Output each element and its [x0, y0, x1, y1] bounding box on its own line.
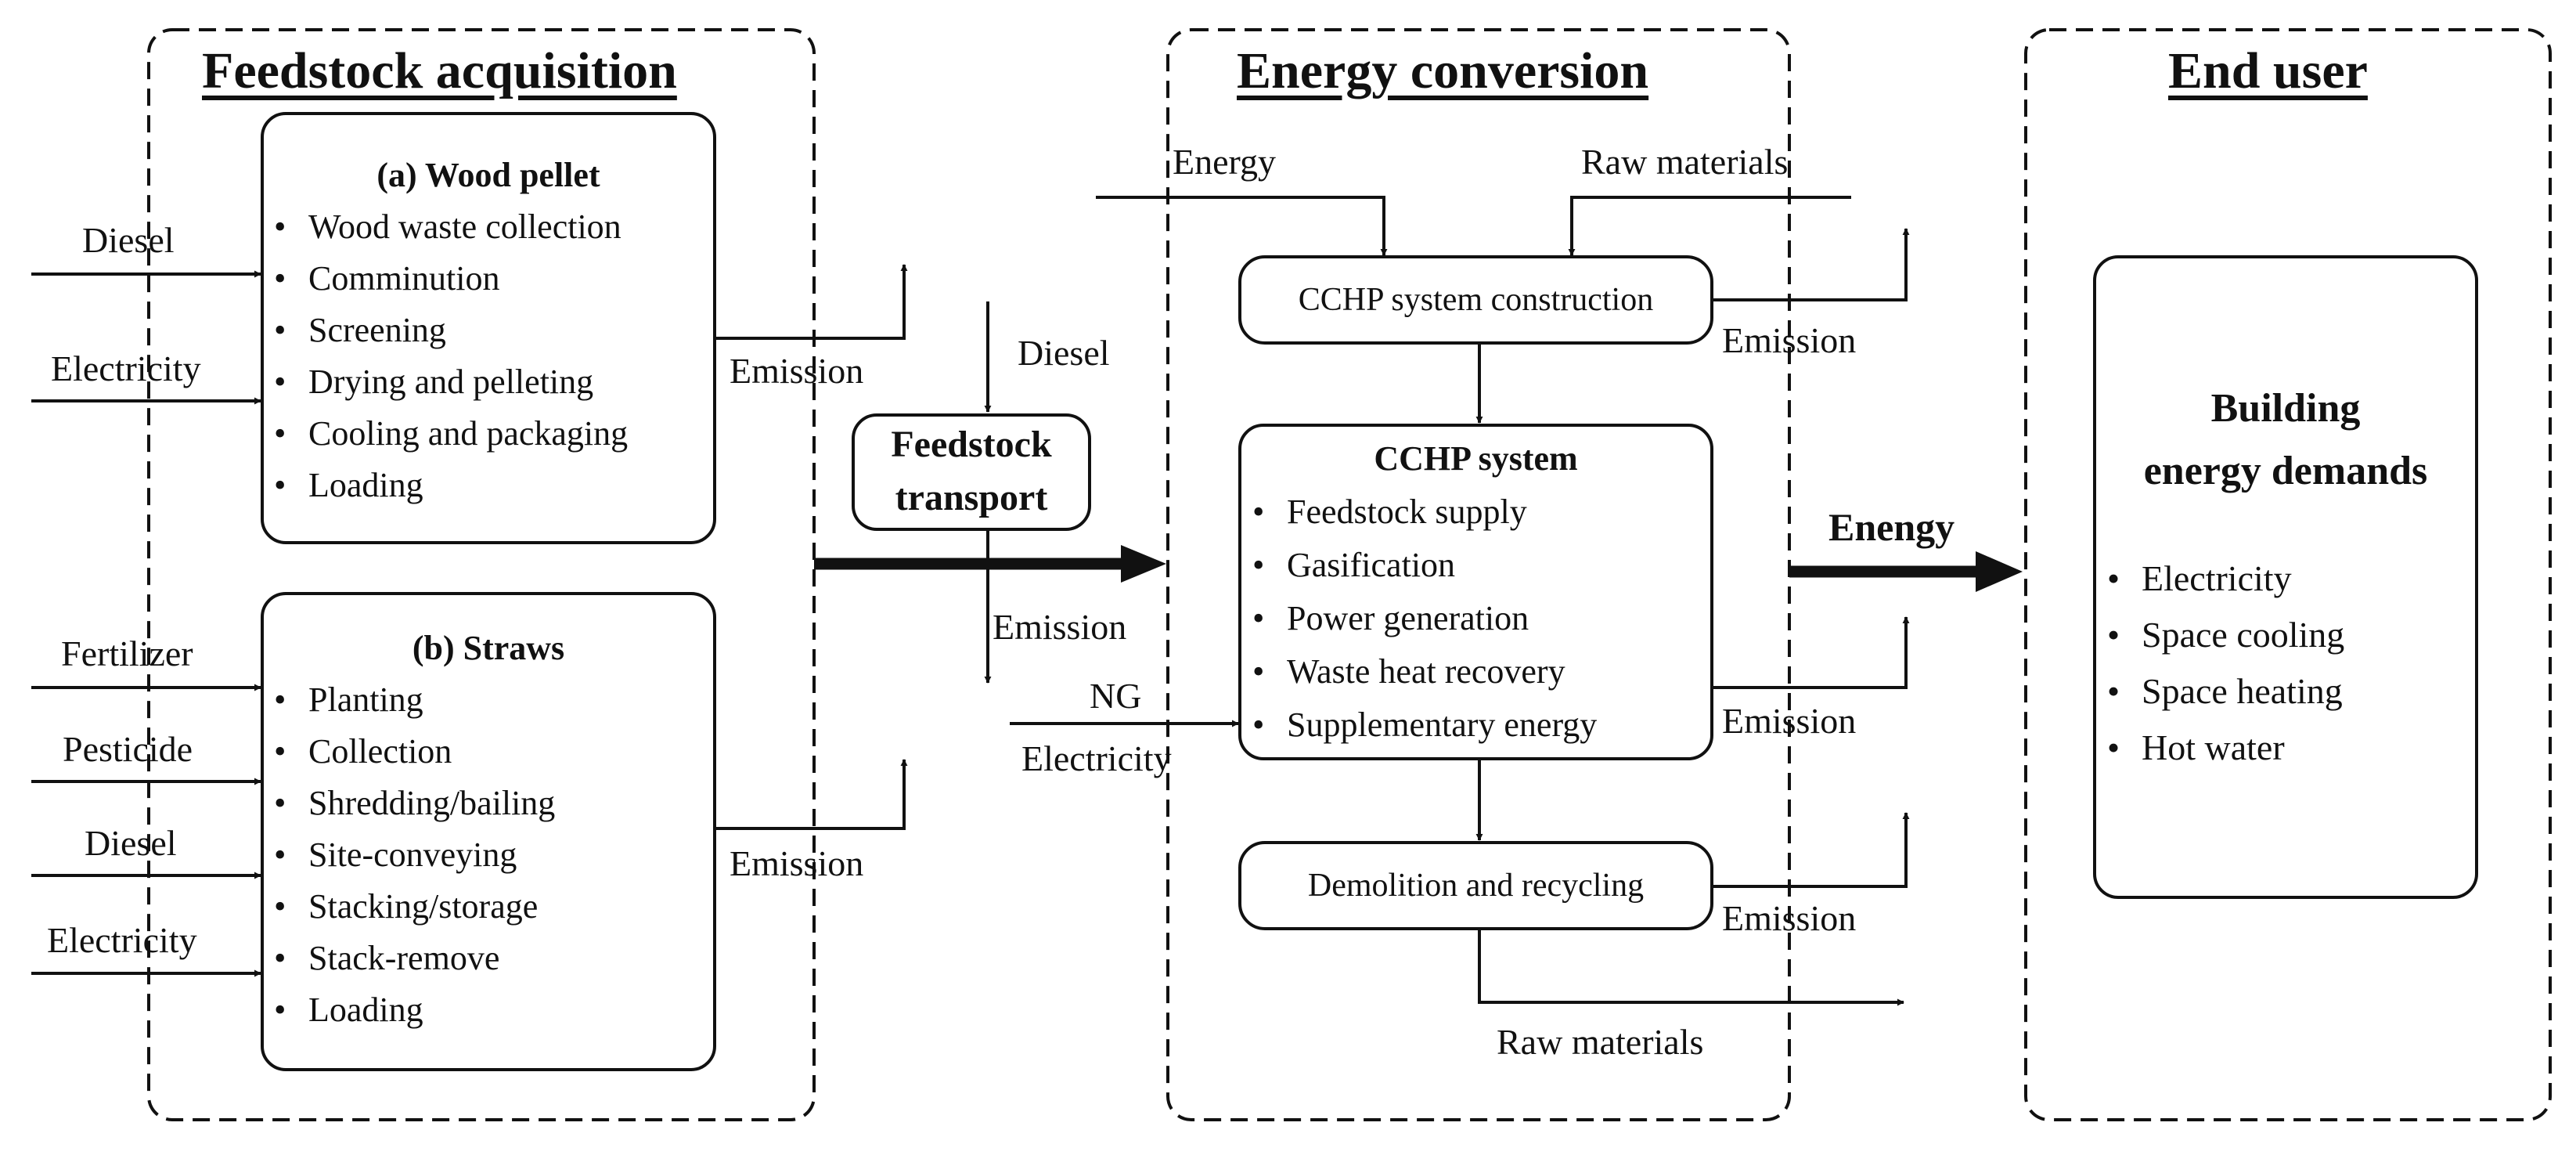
- heading-energy-conversion: Energy conversion: [1237, 42, 1649, 99]
- building-item: Space cooling: [2107, 617, 2344, 653]
- straws-title: (b) Straws: [412, 629, 565, 667]
- arrow-straws-emission: [715, 759, 908, 830]
- wood-item: Loading: [274, 468, 423, 503]
- wood-pellet-box: [261, 112, 716, 544]
- straws-input-electricity-label: Electricity: [47, 920, 197, 960]
- cchp-item: Gasification: [1252, 548, 1455, 583]
- cchp-item: Power generation: [1252, 601, 1529, 636]
- building-item: Electricity: [2107, 561, 2292, 597]
- straws-item: Shredding/bailing: [274, 786, 555, 821]
- straws-item: Planting: [274, 683, 423, 717]
- cchp-ng-label: NG: [1090, 676, 1142, 716]
- cchp-item: Supplementary energy: [1252, 708, 1597, 742]
- cchp-box: [1238, 424, 1713, 760]
- transport-title-line2: transport: [895, 477, 1048, 518]
- cchp-item: Feedstock supply: [1252, 495, 1527, 529]
- energy-output-label: Enengy: [1828, 505, 1955, 549]
- cchp-electricity-label: Electricity: [1021, 738, 1172, 778]
- cchp-item: Waste heat recovery: [1252, 655, 1565, 689]
- building-title-line2: energy demands: [2143, 449, 2428, 493]
- building-box: [2093, 255, 2478, 899]
- building-item: Space heating: [2107, 673, 2343, 709]
- construction-label: CCHP system construction: [1298, 282, 1654, 318]
- cchp-title: CCHP system: [1374, 439, 1578, 478]
- wood-item: Drying and pelleting: [274, 365, 593, 399]
- wood-input-electricity-label: Electricity: [51, 348, 201, 388]
- straws-item: Loading: [274, 993, 423, 1027]
- wood-pellet-title: (a) Wood pellet: [376, 156, 600, 194]
- arrow-cchp-emission: [1712, 616, 1910, 689]
- demolition-emission-label: Emission: [1722, 898, 1857, 938]
- straws-item: Stacking/storage: [274, 890, 538, 924]
- straws-item: Site-conveying: [274, 838, 517, 872]
- transport-diesel-label: Diesel: [1018, 333, 1110, 373]
- wood-item: Screening: [274, 313, 446, 348]
- demolition-raw-label: Raw materials: [1497, 1022, 1704, 1062]
- construction-emission-label: Emission: [1722, 320, 1857, 360]
- transport-title-line1: Feedstock: [891, 424, 1052, 465]
- transport-emission-label: Emission: [993, 607, 1127, 647]
- heading-end-user: End user: [2168, 42, 2368, 99]
- straws-item: Stack-remove: [274, 941, 499, 976]
- heading-feedstock-acquisition: Feedstock acquisition: [202, 42, 677, 99]
- straws-box: [261, 592, 716, 1071]
- straws-input-fertilizer-label: Fertilizer: [61, 633, 193, 673]
- cchp-emission-label: Emission: [1722, 701, 1857, 741]
- building-item: Hot water: [2107, 730, 2285, 766]
- arrow-feedstock-flow-head: [1121, 545, 1166, 583]
- wood-item: Comminution: [274, 262, 499, 296]
- straws-input-pesticide-label: Pesticide: [63, 729, 193, 769]
- wood-input-diesel-label: Diesel: [82, 220, 175, 260]
- straws-input-diesel-label: Diesel: [85, 823, 177, 863]
- straws-item: Collection: [274, 735, 452, 769]
- section-frame-feedstock: [147, 28, 816, 1121]
- wood-item: Wood waste collection: [274, 210, 621, 244]
- wood-item: Cooling and packaging: [274, 417, 628, 451]
- arrow-construction-energy: [1096, 196, 1388, 256]
- arrow-demolition-raw: [1478, 929, 1904, 1006]
- transport-box: [852, 413, 1091, 531]
- arrow-construction-raw: [1568, 196, 1851, 256]
- arrow-energy-output-head: [1976, 551, 2023, 592]
- arrow-demolition-emission: [1712, 812, 1910, 888]
- demolition-label: Demolition and recycling: [1307, 868, 1645, 904]
- construction-energy-label: Energy: [1173, 142, 1277, 182]
- arrow-construction-emission: [1712, 228, 1910, 301]
- construction-raw-label: Raw materials: [1581, 142, 1789, 182]
- building-title-line1: Building: [2210, 386, 2361, 431]
- arrow-wood-emission: [715, 264, 908, 340]
- wood-emission-label: Emission: [730, 351, 864, 391]
- straws-emission-label: Emission: [730, 843, 864, 883]
